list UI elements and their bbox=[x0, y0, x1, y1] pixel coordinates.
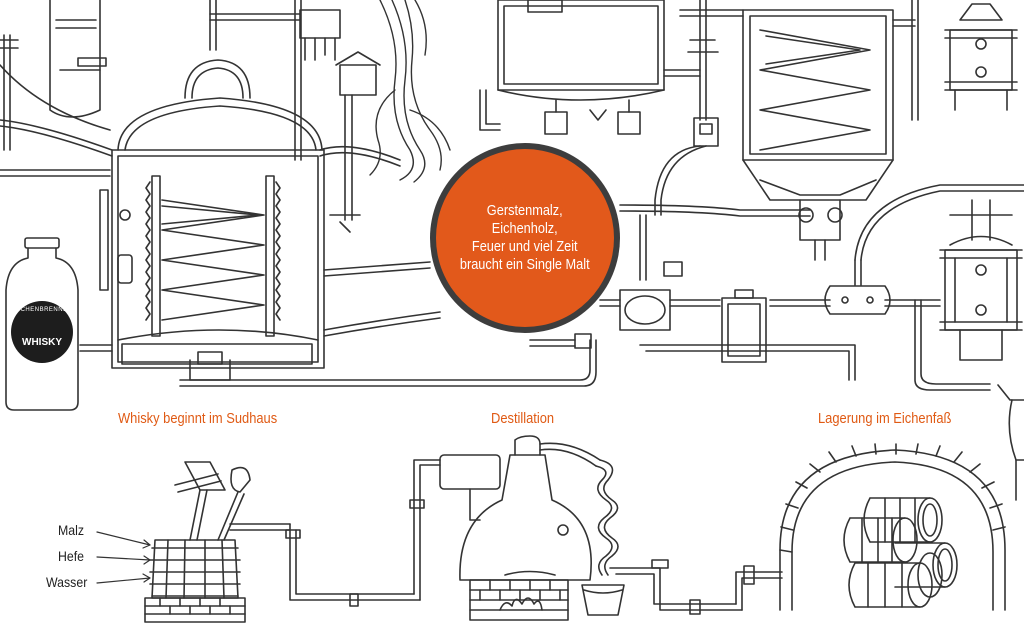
pipes-left bbox=[0, 34, 597, 387]
slogan-line: Gerstenmalz, bbox=[487, 203, 563, 219]
barrel-warehouse bbox=[779, 443, 1006, 611]
slogan-badge: Gerstenmalz, Eichenholz, Feuer und viel … bbox=[430, 143, 620, 333]
slogan-badge-fill: Gerstenmalz, Eichenholz, Feuer und viel … bbox=[436, 149, 614, 327]
top-center-machinery bbox=[209, 0, 381, 233]
stage-label-brewhouse: Whisky beginnt im Sudhaus bbox=[118, 410, 278, 427]
mash-tub bbox=[144, 461, 291, 623]
bottle-outline bbox=[5, 237, 79, 411]
pipes-right bbox=[529, 184, 1024, 391]
ingredient-label: Malz bbox=[58, 522, 85, 538]
condenser-coil bbox=[581, 459, 625, 616]
stage-label-distillation: Destillation bbox=[491, 410, 555, 427]
bottle-brand: ESCHENBRENNER bbox=[11, 307, 73, 313]
vine-roots bbox=[369, 0, 451, 183]
top-center-vessel bbox=[479, 0, 701, 135]
pipes-bottom-1 bbox=[285, 454, 501, 607]
slogan-text: Gerstenmalz, Eichenholz, Feuer und viel … bbox=[460, 202, 590, 274]
slogan-line: braucht ein Single Malt bbox=[460, 257, 590, 273]
stage-label-cask-aging: Lagerung im Eichenfaß bbox=[818, 410, 952, 427]
slogan-line: Feuer und viel Zeit bbox=[472, 239, 578, 255]
ingredient-arrows bbox=[96, 531, 151, 584]
top-right-coil-tank bbox=[654, 0, 919, 261]
pipes-bottom-2 bbox=[609, 559, 783, 615]
mash-tun-illustration bbox=[99, 59, 325, 381]
top-right-small-tank bbox=[944, 3, 1018, 111]
ingredient-label: Hefe bbox=[58, 548, 85, 564]
ingredient-label: Wasser bbox=[46, 574, 88, 590]
pot-still bbox=[459, 435, 601, 621]
bottle-label-text: WHISKY bbox=[22, 337, 62, 348]
top-left-tank bbox=[0, 0, 111, 131]
right-tank bbox=[939, 199, 1023, 361]
bottle-label: ESCHENBRENNER WHISKY bbox=[11, 301, 73, 363]
whisky-glass bbox=[997, 384, 1024, 501]
slogan-line: Eichenholz, bbox=[492, 221, 558, 237]
